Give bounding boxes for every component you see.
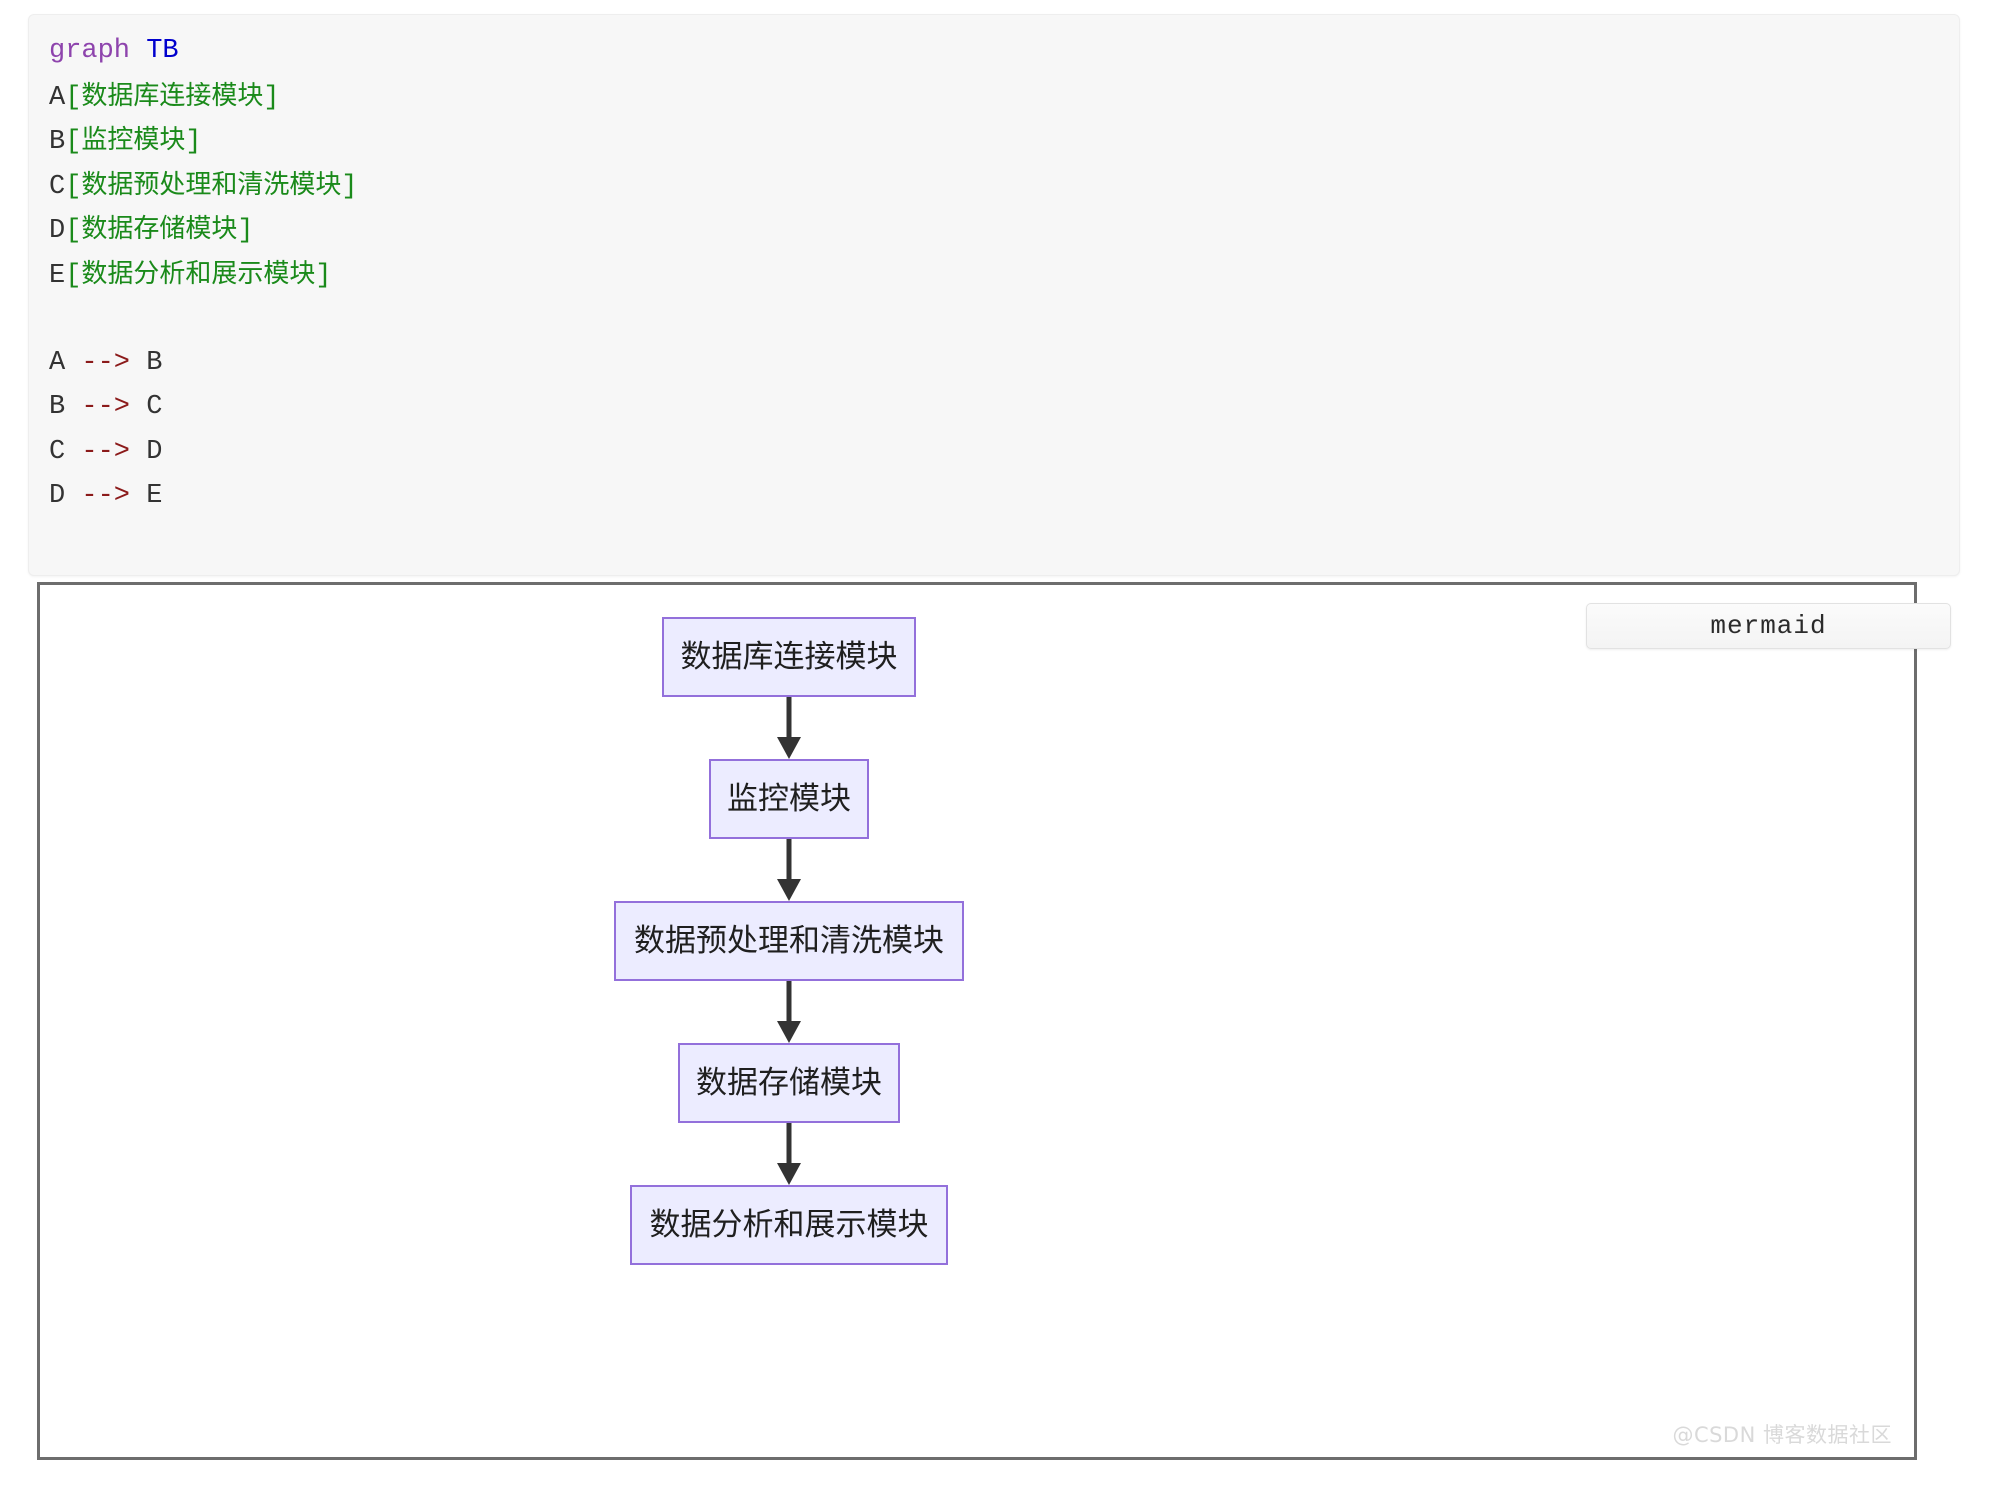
code-bracket-open: [ [65, 171, 82, 202]
code-line-node-2: B[监控模块] [49, 118, 1949, 163]
code-edge-from: C [49, 436, 66, 467]
code-line-header-0: graph TB [49, 29, 1949, 74]
code-bracket-close: ] [263, 82, 280, 113]
code-line-edge-8: B --> C [49, 385, 1949, 430]
code-node-label: 数据库连接模块 [81, 80, 264, 111]
code-bracket-close: ] [237, 216, 254, 246]
edge-C-to-D [769, 981, 809, 1043]
code-line-node-5: E[数据分析和展示模块] [49, 252, 1949, 297]
code-bracket-close: ] [341, 171, 358, 202]
code-edge-arrow: --> [81, 481, 131, 511]
code-node-id: D [49, 216, 66, 246]
code-node-id: E [49, 260, 66, 291]
code-edge-to: C [146, 392, 163, 422]
code-bracket-open: [ [65, 260, 82, 291]
code-line-edge-9: C --> D [49, 430, 1949, 475]
code-line-node-4: D[数据存储模块] [49, 207, 1949, 252]
code-edge-to: E [146, 481, 163, 511]
diagram-panel: mermaid 数据库连接模块监控模块数据预处理和清洗模块数据存储模块数据分析和… [37, 582, 1951, 1460]
code-bracket-open: [ [65, 216, 82, 246]
code-edge-from: B [49, 392, 66, 422]
code-line-blank-6 [49, 296, 1949, 341]
code-line-node-1: A[数据库连接模块] [49, 74, 1949, 119]
code-node-id: B [49, 127, 66, 157]
flowchart-canvas: 数据库连接模块监控模块数据预处理和清洗模块数据存储模块数据分析和展示模块 [40, 585, 1914, 1457]
flow-node-B[interactable]: 监控模块 [709, 759, 869, 839]
code-node-label: 数据分析和展示模块 [81, 258, 316, 289]
flow-node-A[interactable]: 数据库连接模块 [662, 617, 916, 697]
code-node-label: 监控模块 [81, 125, 186, 155]
flow-node-label-A: 数据库连接模块 [680, 638, 898, 675]
code-node-id: C [49, 171, 66, 202]
code-node-id: A [49, 82, 66, 113]
code-edge-arrow: --> [81, 347, 131, 378]
flow-node-C[interactable]: 数据预处理和清洗模块 [614, 901, 964, 981]
code-edge-from: A [49, 347, 66, 378]
code-bracket-open: [ [65, 127, 82, 157]
edge-D-to-E [769, 1123, 809, 1185]
code-bracket-close: ] [315, 260, 332, 291]
code-edge-arrow: --> [81, 436, 131, 467]
code-edge-to: B [146, 347, 163, 378]
mermaid-tag-label: mermaid [1710, 611, 1827, 641]
csdn-watermark: @CSDN 博客数据社区 [1672, 1423, 1892, 1447]
code-bracket-open: [ [65, 82, 82, 113]
flow-node-D[interactable]: 数据存储模块 [678, 1043, 900, 1123]
code-node-label: 数据预处理和清洗模块 [81, 169, 342, 200]
mermaid-tag-button[interactable]: mermaid [1586, 603, 1951, 649]
flow-node-label-B: 监控模块 [727, 780, 851, 817]
code-keyword: graph [49, 36, 131, 66]
flow-node-label-C: 数据预处理和清洗模块 [634, 922, 944, 959]
code-edge-to: D [146, 436, 163, 467]
code-line-node-3: C[数据预处理和清洗模块] [49, 163, 1949, 208]
code-direction: TB [146, 36, 179, 66]
flow-node-label-D: 数据存储模块 [696, 1064, 882, 1101]
code-line-edge-7: A --> B [49, 341, 1949, 386]
edge-A-to-B [769, 697, 809, 759]
flow-node-label-E: 数据分析和展示模块 [649, 1206, 929, 1243]
code-edge-from: D [49, 481, 66, 511]
code-node-label: 数据存储模块 [81, 214, 238, 244]
flow-node-E[interactable]: 数据分析和展示模块 [630, 1185, 948, 1265]
edge-B-to-C [769, 839, 809, 901]
code-line-edge-10: D --> E [49, 474, 1949, 519]
code-edge-arrow: --> [81, 392, 131, 422]
code-bracket-close: ] [185, 127, 202, 157]
